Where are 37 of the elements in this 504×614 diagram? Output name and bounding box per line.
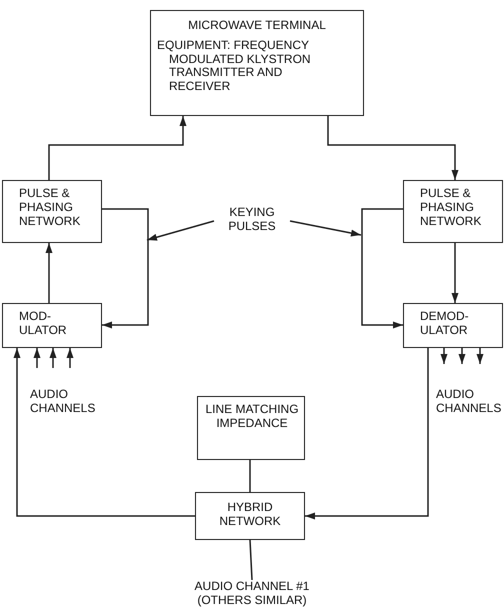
block-title: PULSE & PHASING NETWORK	[420, 187, 482, 228]
signal-arrow	[440, 348, 448, 364]
connector-line	[249, 460, 251, 492]
block-title: PULSE & PHASING NETWORK	[19, 187, 82, 228]
block-title: MOD- ULATOR	[19, 310, 68, 338]
signal-arrow	[146, 220, 214, 241]
arrow	[102, 208, 149, 328]
arrow	[48, 116, 186, 180]
block-description: EQUIPMENT: FREQUENCY MODULATED KLYSTRON TRANSMITTER AND RECEIVER	[157, 38, 312, 94]
block-title: HYBRID NETWORK	[218, 501, 282, 529]
block-title: MICROWAVE TERMINAL	[187, 19, 327, 33]
signal-arrow	[34, 348, 40, 368]
block-title: AUDIO CHANNEL #1 (OTHERS SIMILAR)	[194, 580, 310, 608]
arrow	[361, 208, 403, 328]
signal-label: AUDIO CHANNELS	[30, 388, 96, 416]
block-box	[150, 10, 364, 116]
arrow	[14, 348, 195, 517]
arrow	[452, 243, 458, 303]
signal-label: AUDIO CHANNELS	[436, 388, 502, 416]
block-title: DEMOD- ULATOR	[420, 310, 470, 338]
connector-line	[249, 540, 253, 580]
signal-arrow	[458, 348, 466, 364]
block-box	[195, 492, 305, 540]
arrow	[46, 243, 52, 303]
block-box	[2, 180, 102, 243]
signal-arrow	[66, 348, 74, 368]
arrow	[327, 116, 458, 180]
arrow	[305, 348, 429, 520]
block-box	[2, 303, 102, 348]
block-title: LINE MATCHING IMPEDANCE	[204, 403, 300, 431]
signal-arrow	[50, 348, 56, 368]
signal-arrow	[476, 348, 484, 364]
block-box	[403, 180, 503, 243]
block-box	[403, 303, 503, 348]
signal-arrow	[290, 220, 362, 236]
block-title: KEYING PULSES	[227, 206, 277, 234]
block-box	[197, 396, 305, 460]
